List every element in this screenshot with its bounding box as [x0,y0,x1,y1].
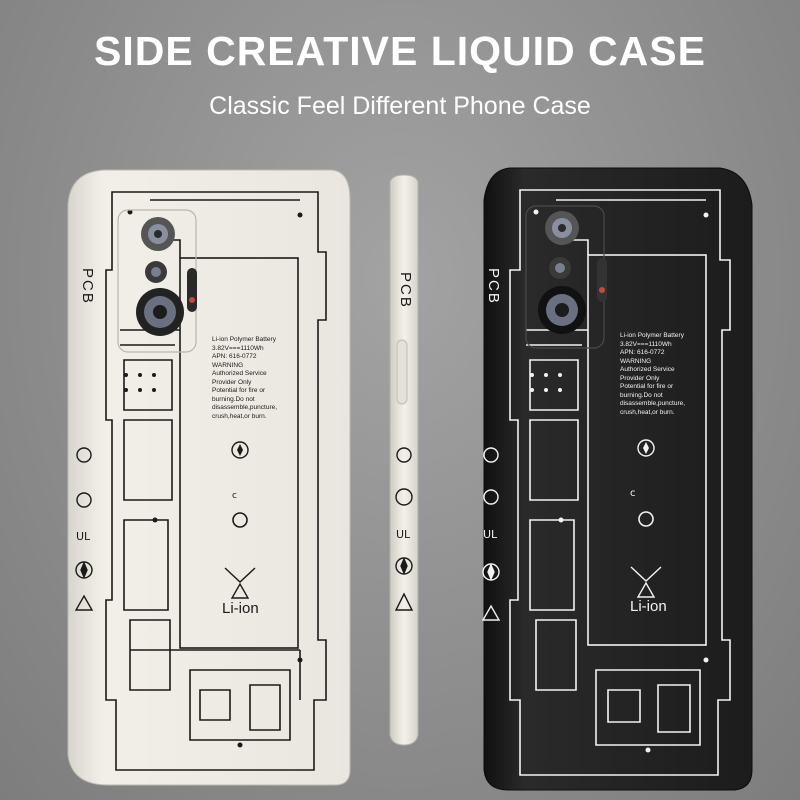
white-battery-symbols: c [224,441,256,599]
black-battery-symbols: c [630,439,662,598]
black-side-icons: UL [481,447,501,621]
battery-line: disassemble,puncture, [620,400,686,407]
black-pcb-label: PCB [485,268,502,305]
battery-line: crush,heat,or burn. [620,408,675,416]
black-camera-module [525,205,607,349]
battery-line: burning.Do not [620,391,663,399]
svg-text:UL: UL [483,528,498,541]
black-circuit-dots [530,209,709,753]
black-battery-text: Li-ion Polymer Battery 3.82V===1110Wh AP… [620,332,685,417]
svg-text:c: c [232,491,237,501]
battery-line: Provider Only [212,378,252,386]
battery-line: Authorized Service [620,366,675,373]
svg-text:UL: UL [396,528,411,541]
battery-line: Potential for fire or [620,383,674,390]
battery-line: Provider Only [620,374,660,382]
svg-text:UL: UL [76,530,91,543]
page-title: SIDE CREATIVE LIQUID CASE [94,28,706,74]
battery-line: crush,heat,or burn. [212,412,267,420]
battery-line: Li-ion Polymer Battery [620,332,684,339]
battery-line: WARNING [212,361,244,369]
white-case: c UL [67,169,351,786]
side-icons: UL [394,447,414,611]
white-side-icons: UL [74,447,94,611]
svg-text:c: c [630,488,636,499]
black-li-ion-label: Li-ion [630,598,667,615]
side-view-case: UL [389,174,419,746]
white-battery-text: Li-ion Polymer Battery 3.82V===1110Wh AP… [212,336,277,421]
battery-line: Potential for fire or [212,387,266,394]
side-pcb-label: PCB [397,272,414,309]
white-pcb-label: PCB [79,268,96,305]
battery-line: APN: 616-0772 [212,353,257,360]
white-li-ion-label: Li-ion [222,600,259,617]
battery-line: 3.82V===1110Wh [620,340,672,348]
black-case: c UL [481,167,753,791]
battery-line: APN: 616-0772 [620,349,665,356]
battery-line: disassemble,puncture, [212,404,278,411]
side-button-cutout [396,339,408,405]
battery-line: Authorized Service [212,370,267,377]
white-circuit-outline [105,191,327,771]
battery-line: Li-ion Polymer Battery [212,336,276,343]
white-camera-module [117,209,197,353]
battery-line: burning.Do not [212,395,255,403]
page-subtitle: Classic Feel Different Phone Case [209,92,591,120]
battery-line: WARNING [620,357,652,365]
battery-line: 3.82V===1110Wh [212,344,264,352]
